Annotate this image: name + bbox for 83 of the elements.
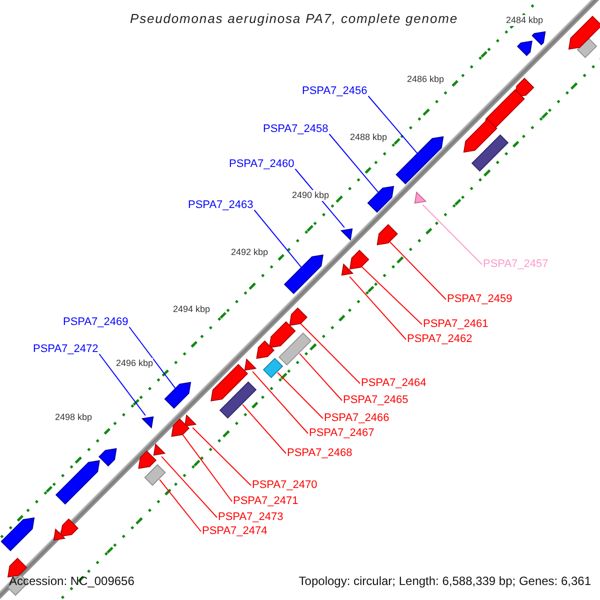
gene-feature: [60, 518, 79, 537]
gene-label: PSPA7_2473: [218, 511, 284, 524]
scale-label: 2490 kbp: [292, 190, 330, 201]
gene-feature: [376, 224, 398, 246]
leader-line: [368, 96, 418, 154]
leader-line: [98, 354, 146, 416]
scale-label: 2486 kbp: [407, 74, 444, 85]
gene-feature: [210, 364, 248, 402]
leader-line: [300, 323, 360, 384]
leader-line: [361, 266, 422, 325]
gene-feature: [516, 40, 532, 56]
leader-line: [349, 276, 406, 340]
gene-label: PSPA7_2463: [188, 199, 254, 212]
gene-feature: [7, 558, 28, 578]
leader-line: [277, 372, 324, 419]
leader-line: [182, 434, 232, 502]
gene-triangle: [244, 358, 257, 371]
scale-label: 2494 kbp: [173, 304, 210, 315]
gene-label: PSPA7_2459: [447, 293, 512, 306]
gene-feature: [164, 382, 192, 409]
gene-feature: [138, 450, 157, 469]
gene-label: PSPA7_2472: [33, 343, 98, 356]
gene-block: [144, 464, 166, 486]
gene-label: PSPA7_2457: [483, 258, 548, 271]
gene-feature: [349, 250, 370, 270]
gene-label: PSPA7_2471: [233, 495, 298, 508]
gene-label: PSPA7_2474: [202, 525, 268, 538]
leader-line: [252, 371, 308, 434]
leader-line: [328, 134, 379, 193]
title: Pseudomonas aeruginosa PA7, complete genome: [130, 10, 458, 28]
scale-label: 2484 kbp: [506, 15, 544, 26]
gene-label: PSPA7_2461: [423, 318, 488, 331]
gene-triangle: [141, 416, 154, 429]
gene-feature: [568, 16, 600, 50]
gene-triangle: [53, 528, 66, 541]
leader-line: [389, 241, 446, 300]
footer-text: Topology: circular; Length: 6,588,339 bp; Genes: 6,361: [298, 574, 591, 588]
gene-feature: [268, 321, 296, 348]
leader-line: [161, 456, 218, 518]
gene-label: PSPA7_2466: [324, 412, 390, 425]
gene-triangle: [184, 414, 197, 427]
scale-label: 2488 kbp: [350, 132, 388, 143]
gene-triangle: [341, 263, 354, 276]
leader-line: [192, 427, 252, 486]
gene-label: PSPA7_2467: [309, 427, 374, 440]
gene-label: PSPA7_2465: [343, 394, 408, 407]
scale-label: 2496 kbp: [116, 358, 154, 369]
gene-triangle: [340, 228, 353, 241]
leader-line: [242, 404, 286, 454]
scale-label: 2492 kbp: [231, 247, 268, 258]
gene-feature: [367, 186, 394, 213]
gene-label: PSPA7_2462: [407, 333, 472, 346]
gene-label: PSPA7_2468: [287, 447, 352, 460]
gene-block: [576, 38, 598, 58]
gene-feature: [0, 517, 35, 552]
gene-triangle: [414, 191, 427, 204]
leader-line: [299, 353, 342, 401]
gene-feature: [55, 460, 100, 505]
gene-block: [219, 381, 257, 419]
gene-feature: [171, 418, 190, 437]
gene-label: PSPA7_2469: [63, 316, 128, 329]
gene-feature: [256, 340, 275, 359]
gene-label: PSPA7_2458: [263, 123, 328, 136]
gene-feature: [463, 118, 498, 153]
gene-feature: [284, 254, 324, 294]
leader-line: [128, 326, 176, 389]
footer-text: Accession: NC_009656: [9, 574, 134, 588]
gene-label: PSPA7_2470: [252, 479, 318, 492]
gene-block: [278, 332, 312, 366]
gene-label: PSPA7_2456: [302, 85, 368, 98]
leader-line: [254, 210, 302, 268]
gene-feature: [532, 31, 546, 46]
gene-block: [471, 134, 509, 172]
gene-triangle: [153, 443, 166, 456]
gene-feature: [396, 136, 444, 184]
gene-label: PSPA7_2460: [229, 158, 294, 171]
scale-label: 2498 kbp: [55, 412, 92, 423]
gene-block: [262, 358, 284, 378]
gene-label: PSPA7_2464: [361, 377, 426, 390]
leader-line: [422, 204, 482, 265]
leader-line: [159, 479, 202, 532]
gene-feature: [98, 448, 117, 467]
gene-feature: [289, 307, 308, 326]
